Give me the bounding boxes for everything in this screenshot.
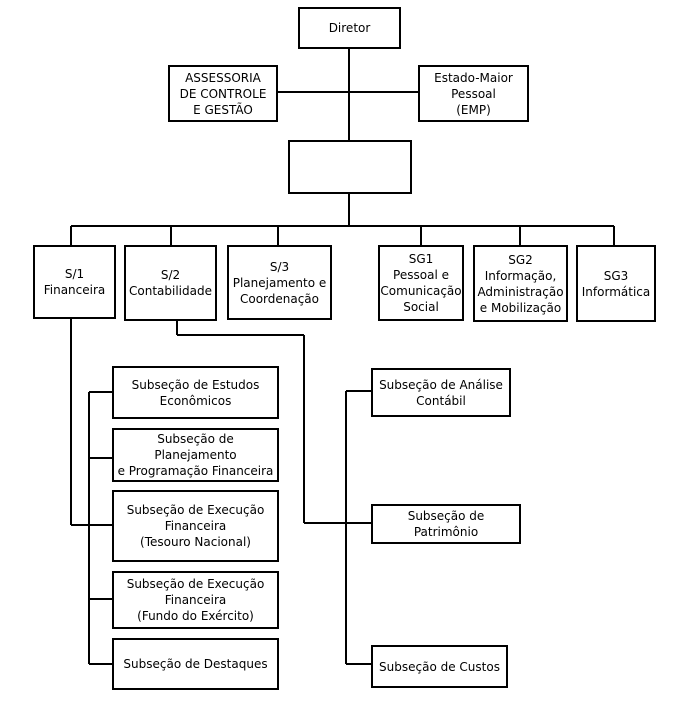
assessoria-box: ASSESSORIA DE CONTROLE E GESTÃO [168, 65, 278, 122]
estado-maior-box: Estado-Maior Pessoal (EMP) [418, 65, 529, 122]
sg3-informatica-box: SG3 Informática [576, 245, 656, 322]
sg2-informacao-box: SG2 Informação, Administração e Mobiliza… [473, 245, 568, 322]
subsecao-execucao-tesouro-box: Subseção de Execução Financeira (Tesouro… [112, 490, 279, 562]
subsecao-custos-box: Subseção de Custos [371, 645, 508, 688]
subsecao-estudos-economicos-box: Subseção de Estudos Econômicos [112, 366, 279, 419]
sg1-pessoal-box: SG1 Pessoal e Comunicação Social [378, 245, 464, 321]
subsecao-planejamento-programacao-box: Subseção de Planejamento e Programação F… [112, 428, 279, 482]
subsecao-execucao-fundo-box: Subseção de Execução Financeira (Fundo d… [112, 571, 279, 629]
subsecao-analise-contabil-box: Subseção de Análise Contábil [371, 368, 511, 417]
s2-contabilidade-box: S/2 Contabilidade [124, 245, 217, 321]
subdirector-box [288, 140, 412, 194]
s1-financeira-box: S/1 Financeira [33, 245, 116, 319]
subsecao-destaques-box: Subseção de Destaques [112, 638, 279, 690]
s3-planejamento-box: S/3 Planejamento e Coordenação [227, 245, 332, 320]
director-box: Diretor [298, 7, 401, 49]
subsecao-patrimonio-box: Subseção de Patrimônio [371, 504, 521, 544]
